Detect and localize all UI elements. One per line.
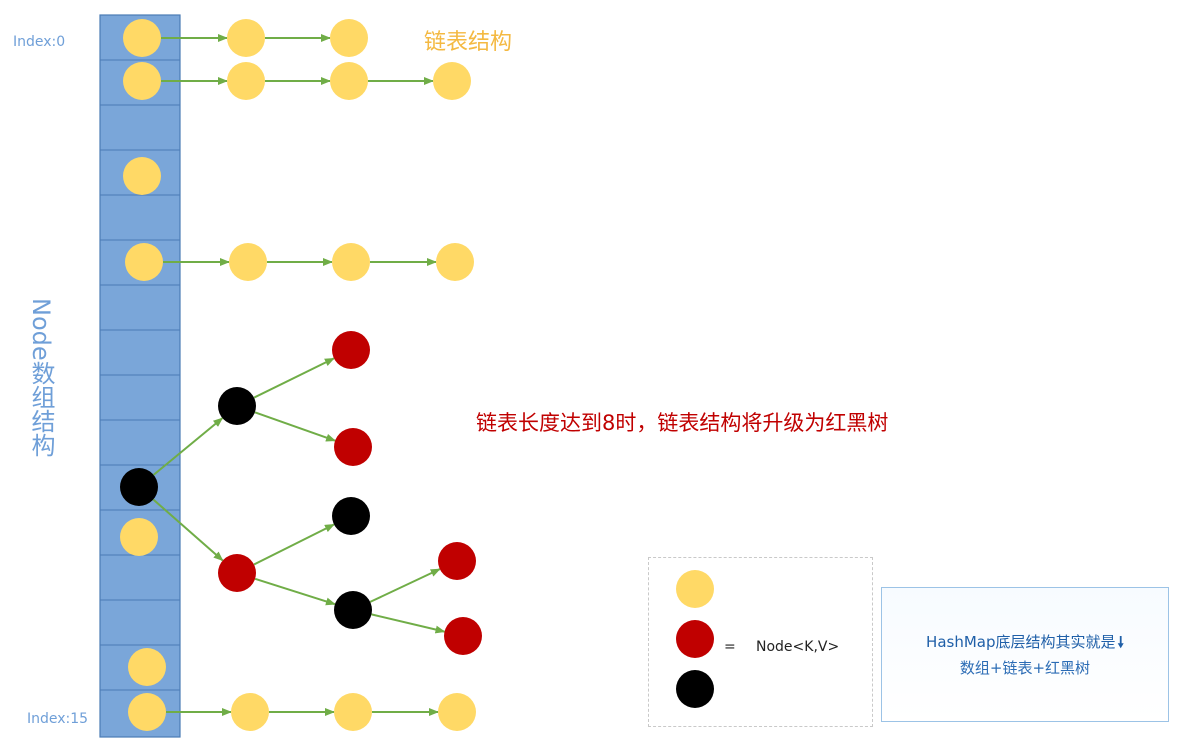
legend-equals: =	[724, 639, 736, 655]
info-line-1: HashMap底层结构其实就是🠗	[926, 629, 1124, 655]
node-red	[334, 428, 372, 466]
node-red	[218, 554, 256, 592]
arrow-down-icon: 🠗	[1117, 632, 1124, 651]
info-line-2: 数组+链表+红黑树	[959, 658, 1091, 677]
legend-box: = Node<K,V>	[648, 557, 873, 727]
link-arrow	[254, 411, 337, 442]
node-black	[334, 591, 372, 629]
node-yellow	[123, 157, 161, 195]
legend-yellow-node	[676, 570, 714, 608]
info-text-1: HashMap底层结构其实就是	[926, 632, 1116, 651]
node-yellow	[229, 243, 267, 281]
legend-black-node	[676, 670, 714, 708]
node-yellow	[438, 693, 476, 731]
index-top-label: Index:0	[13, 34, 65, 50]
node-array	[99, 14, 181, 738]
link-arrow	[369, 568, 441, 603]
node-yellow	[433, 62, 471, 100]
node-yellow	[436, 243, 474, 281]
node-yellow	[332, 243, 370, 281]
node-red	[444, 617, 482, 655]
index-bottom-label: Index:15	[27, 711, 88, 727]
link-arrow	[254, 577, 336, 606]
array-title: Node数组结构	[27, 298, 55, 457]
link-arrow	[253, 357, 335, 399]
info-box: HashMap底层结构其实就是🠗 数组+链表+红黑树	[881, 587, 1169, 722]
legend-node-type: Node<K,V>	[756, 639, 839, 655]
node-yellow	[125, 243, 163, 281]
node-yellow	[128, 648, 166, 686]
legend-red-node	[676, 620, 714, 658]
node-yellow	[227, 19, 265, 57]
node-yellow	[334, 693, 372, 731]
node-yellow	[330, 19, 368, 57]
link-arrow	[253, 523, 335, 566]
node-yellow	[123, 19, 161, 57]
node-yellow	[231, 693, 269, 731]
node-yellow	[330, 62, 368, 100]
node-black	[332, 497, 370, 535]
node-black	[120, 468, 158, 506]
legend-svg: = Node<K,V>	[676, 570, 839, 708]
edges	[152, 34, 446, 716]
linked-list-label: 链表结构	[424, 30, 512, 55]
array-dividers	[100, 59, 180, 691]
node-array-body	[99, 14, 181, 738]
nodes	[120, 19, 482, 731]
node-yellow	[120, 518, 158, 556]
node-red	[438, 542, 476, 580]
node-black	[218, 387, 256, 425]
node-yellow	[123, 62, 161, 100]
node-yellow	[227, 62, 265, 100]
treeify-note: 链表长度达到8时，链表结构将升级为红黑树	[476, 411, 888, 435]
link-arrow	[152, 417, 224, 476]
link-arrow	[371, 613, 446, 634]
node-red	[332, 331, 370, 369]
node-yellow	[128, 693, 166, 731]
link-arrow	[152, 498, 224, 562]
